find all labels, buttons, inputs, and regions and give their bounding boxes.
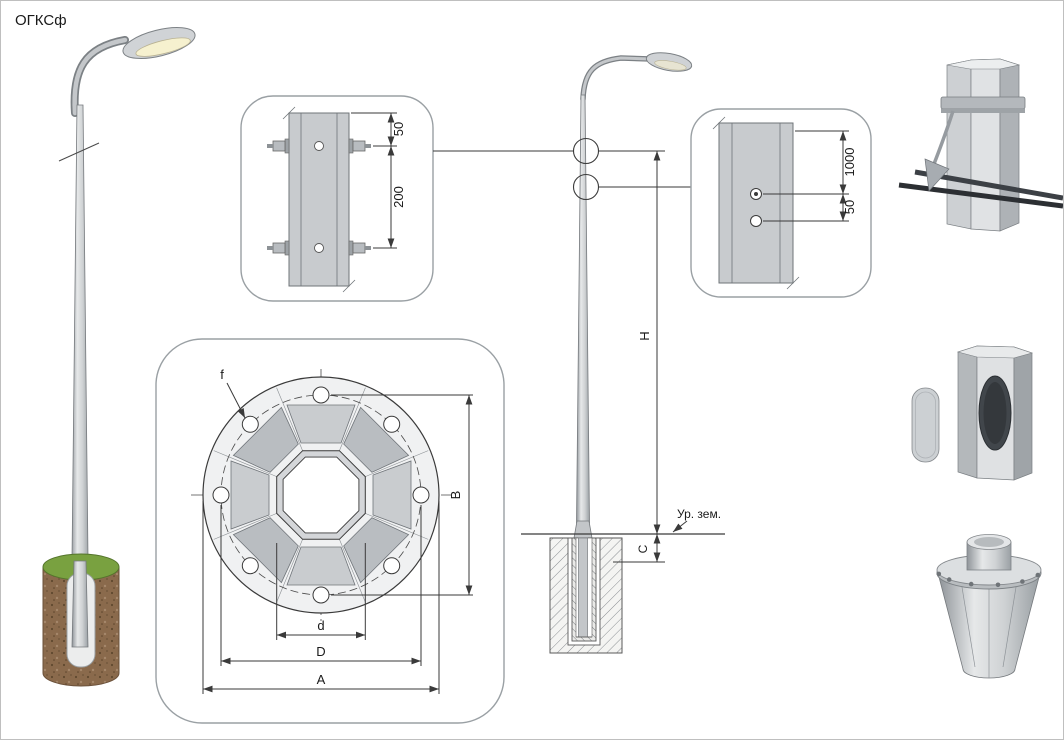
collar-opening: [974, 537, 1004, 547]
detail-flange-plan: f B d D A: [155, 338, 505, 724]
dim-label-200: 200: [391, 186, 406, 208]
elevation-luminaire: [645, 52, 693, 72]
embedded-shaft-section: [578, 537, 588, 638]
break-mark-icon: [786, 276, 800, 290]
break-mark-icon: [342, 279, 356, 293]
render-inspection-hatch: [911, 345, 1034, 481]
bolt-row-upper: [267, 138, 371, 154]
render-base-flange-cover: [936, 534, 1042, 679]
section-top-cap: [956, 345, 1034, 359]
bolt-holes: [212, 386, 430, 604]
shaft-joint-mark: [58, 142, 100, 162]
pole-section-face: [288, 112, 350, 287]
lamp-arm-outline: [70, 36, 129, 117]
gusset-plates: [230, 404, 412, 586]
door-cover: [911, 387, 940, 463]
lamp-arm: [72, 37, 128, 116]
facet-lines: [213, 387, 429, 603]
door-cover-inner-line: [915, 391, 936, 459]
detail-top-section: 50 200: [240, 95, 434, 302]
dim-label-C: C: [636, 544, 650, 553]
dim-label-50: 50: [842, 200, 857, 214]
suspension-link: [932, 110, 955, 165]
flange-bolts: [936, 571, 1041, 588]
octagon-shaft-inner: [282, 456, 360, 534]
dim-label-d: d: [317, 618, 324, 633]
pole-elevation: H C Ур. зем.: [433, 52, 725, 654]
pole-top-cap: [946, 58, 1021, 70]
break-mark-icon: [712, 116, 726, 130]
elevation-shaft: [576, 94, 590, 524]
detail-right-section: 1000 50: [690, 108, 872, 298]
elevation-arm-outline: [580, 55, 654, 102]
dim-label-B: B: [448, 491, 463, 500]
leader-f: [226, 382, 246, 419]
clamp-band-lower: [941, 109, 1025, 113]
dim-label-50: 50: [391, 122, 406, 136]
clamp-band: [940, 96, 1026, 110]
bolt-row-lower: [267, 240, 371, 256]
elevation-arm: [581, 56, 653, 101]
hatch-opening-depth: [983, 382, 1007, 444]
dim-label-f: f: [220, 367, 224, 382]
dim-label-H: H: [637, 331, 652, 340]
hole: [314, 141, 324, 151]
drawing-title: ОГКСф: [15, 12, 67, 29]
pole-3d-render: [42, 27, 196, 687]
luminaire-head: [122, 27, 196, 59]
dim-label-1000: 1000: [842, 148, 857, 177]
cable-lower: [898, 182, 1063, 209]
embedded-shaft-3d: [71, 560, 89, 648]
render-pole-top-with-cables: [898, 58, 1063, 232]
pole-section-face: [718, 122, 794, 284]
bolt-center: [754, 192, 758, 196]
elevation-base-flare: [573, 520, 593, 539]
bolt-hole-lower: [750, 215, 762, 227]
luminaire-lens: [135, 37, 191, 57]
break-mark-icon: [282, 106, 296, 120]
ground-level-arrow: [672, 520, 688, 533]
ground-level-label: Ур. зем.: [677, 507, 721, 521]
hole: [314, 243, 324, 253]
dim-label-A: A: [317, 672, 326, 687]
wedge-clamp: [924, 158, 950, 192]
dim-label-D: D: [316, 644, 325, 659]
